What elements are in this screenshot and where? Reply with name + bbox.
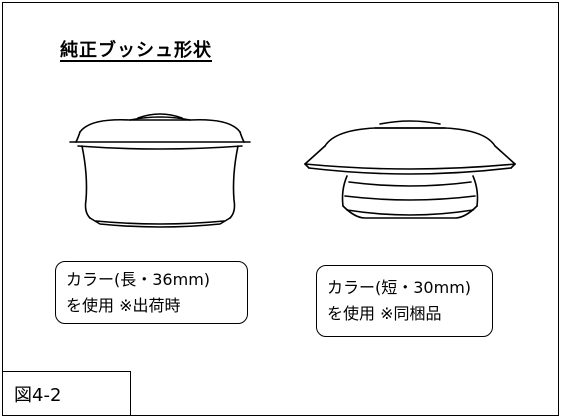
long-collar-caption-line2: を使用 ※出荷時: [66, 296, 181, 315]
short-collar-caption: カラー(短・30mm) を使用 ※同梱品: [316, 265, 493, 337]
figure-frame: [2, 2, 559, 416]
long-bushing-drawing: [69, 113, 251, 228]
figure-label: 図4-2: [2, 371, 131, 416]
short-collar-caption-line2: を使用 ※同梱品: [327, 304, 442, 323]
short-collar-caption-line1: カラー(短・30mm): [327, 278, 472, 297]
long-collar-caption: カラー(長・36mm) を使用 ※出荷時: [55, 261, 248, 324]
short-bushing-drawing: [304, 120, 516, 219]
figure-title: 純正ブッシュ形状: [60, 40, 212, 61]
long-collar-caption-line1: カラー(長・36mm): [66, 270, 211, 289]
